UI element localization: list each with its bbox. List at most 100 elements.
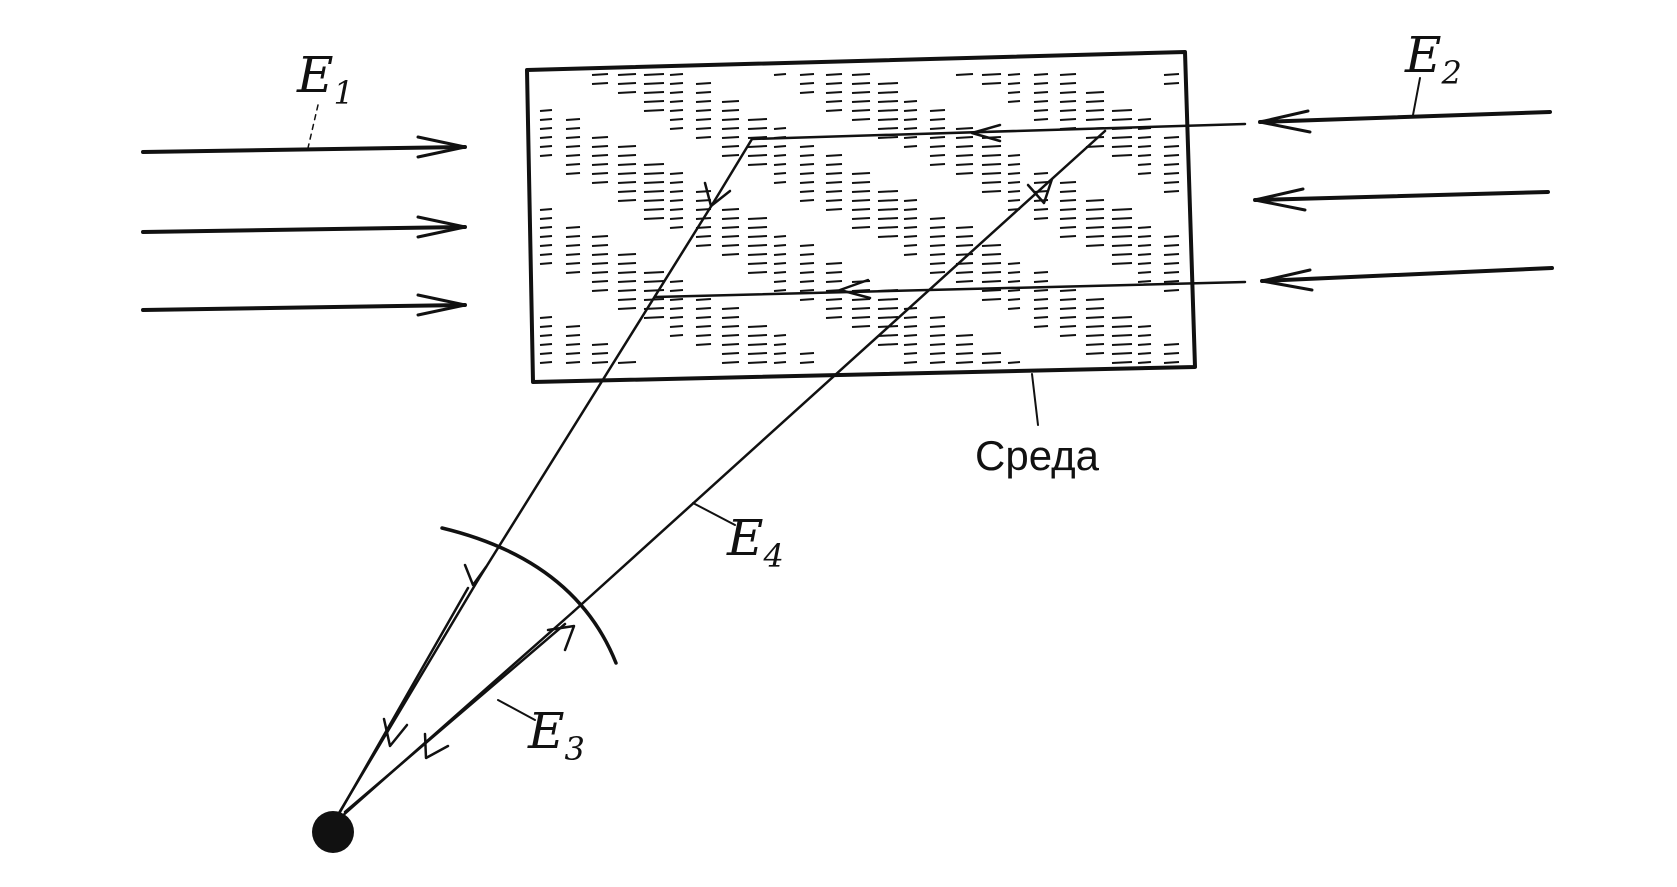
hatch-mark (773, 145, 787, 148)
hatch-mark (643, 172, 665, 175)
hatch-mark (1111, 334, 1133, 337)
hatch-mark (695, 100, 712, 103)
hatch-mark (799, 244, 815, 247)
hatch-mark (747, 271, 768, 274)
hatch-mark (903, 316, 918, 319)
hatch-mark (981, 82, 1002, 85)
hatch-mark (929, 136, 946, 139)
hatch-mark (747, 244, 768, 247)
hatch-mark (1111, 244, 1133, 247)
hatch-mark (721, 343, 740, 346)
hatch-mark (1163, 352, 1180, 355)
hatch-mark (903, 118, 918, 121)
hatch-mark (565, 154, 581, 157)
hatch-mark (773, 244, 787, 247)
hatch-mark (565, 271, 581, 274)
hatch-mark (1033, 325, 1049, 328)
hatch-mark (773, 280, 787, 283)
hatch-mark (903, 361, 918, 364)
hatch-mark (877, 91, 899, 94)
hatch-mark (773, 181, 787, 184)
hatch-mark (565, 118, 581, 121)
hatch-mark (747, 343, 768, 346)
hatch-mark (1033, 307, 1049, 310)
hatch-mark (1137, 136, 1152, 139)
hatch-mark (903, 334, 918, 337)
hatch-mark (721, 217, 740, 220)
hatch-mark (903, 253, 918, 256)
hatch-mark (747, 361, 768, 364)
hatch-mark (1085, 91, 1105, 94)
hatch-mark (773, 352, 787, 355)
hatch-mark (1033, 118, 1049, 121)
e1-beams (141, 104, 467, 317)
hatch-mark (539, 352, 553, 355)
hatch-mark (1007, 298, 1021, 301)
hatch-mark (591, 181, 609, 184)
hatch-mark (1111, 118, 1133, 121)
hatch-mark (1033, 289, 1049, 292)
hatch-mark (903, 343, 918, 346)
hatch-mark (877, 307, 899, 310)
hatch-mark (1137, 280, 1152, 283)
e2-beam-bottom (1260, 266, 1554, 283)
hatch-mark (1033, 280, 1049, 283)
hatch-mark (955, 226, 974, 229)
hatch-mark (1007, 262, 1021, 265)
hatch-mark (591, 172, 609, 175)
hatch-mark (877, 82, 899, 85)
hatch-mark (877, 343, 899, 346)
hatch-mark (1007, 271, 1021, 274)
hatch-mark (1137, 118, 1152, 121)
hatch-mark (955, 280, 974, 283)
hatch-mark (1163, 154, 1180, 157)
hatch-mark (1085, 208, 1105, 211)
internal-beams (653, 122, 1247, 300)
hatch-mark (617, 307, 637, 310)
hatch-mark (877, 226, 899, 229)
hatch-mark (851, 181, 871, 184)
hatch-mark (903, 226, 918, 229)
hatch-mark (1033, 181, 1049, 184)
hatch-mark (929, 109, 946, 112)
e1-beam-top (141, 145, 467, 154)
hatch-mark (877, 316, 899, 319)
hatch-mark (1137, 262, 1152, 265)
hatch-mark (955, 361, 974, 364)
hatch-mark (747, 145, 768, 148)
hatch-mark (721, 136, 740, 139)
hatch-mark (799, 190, 815, 193)
hatch-mark (669, 334, 684, 337)
hatch-mark (903, 127, 918, 130)
hatch-mark (1111, 343, 1133, 346)
hatch-mark (955, 73, 974, 76)
hatch-mark (1059, 73, 1077, 76)
e3-label: E3 (527, 702, 585, 768)
hatch-mark (669, 199, 684, 202)
hatch-mark (565, 136, 581, 139)
hatch-mark (851, 91, 871, 94)
hatch-mark (539, 235, 553, 238)
hatch-mark (695, 91, 712, 94)
hatch-mark (903, 199, 918, 202)
hatch-mark (1059, 181, 1077, 184)
hatch-mark (1137, 325, 1152, 328)
hatch-mark (1111, 145, 1133, 148)
hatch-mark (1137, 343, 1152, 346)
hatch-mark (721, 100, 740, 103)
hatch-mark (747, 127, 768, 130)
hatch-mark (851, 298, 871, 301)
hatch-mark (1163, 73, 1180, 76)
hatch-mark (1085, 235, 1105, 238)
e1-leader (307, 104, 319, 149)
hatch-mark (877, 136, 899, 139)
hatch-mark (565, 235, 581, 238)
hatch-mark (669, 217, 684, 220)
hatch-mark (1137, 154, 1152, 157)
hatch-mark (539, 244, 553, 247)
hatch-mark (1111, 316, 1133, 319)
hatch-mark (851, 73, 871, 76)
internal-beam-top (750, 122, 1247, 141)
hatch-mark (539, 334, 553, 337)
hatch-mark (1163, 280, 1180, 283)
